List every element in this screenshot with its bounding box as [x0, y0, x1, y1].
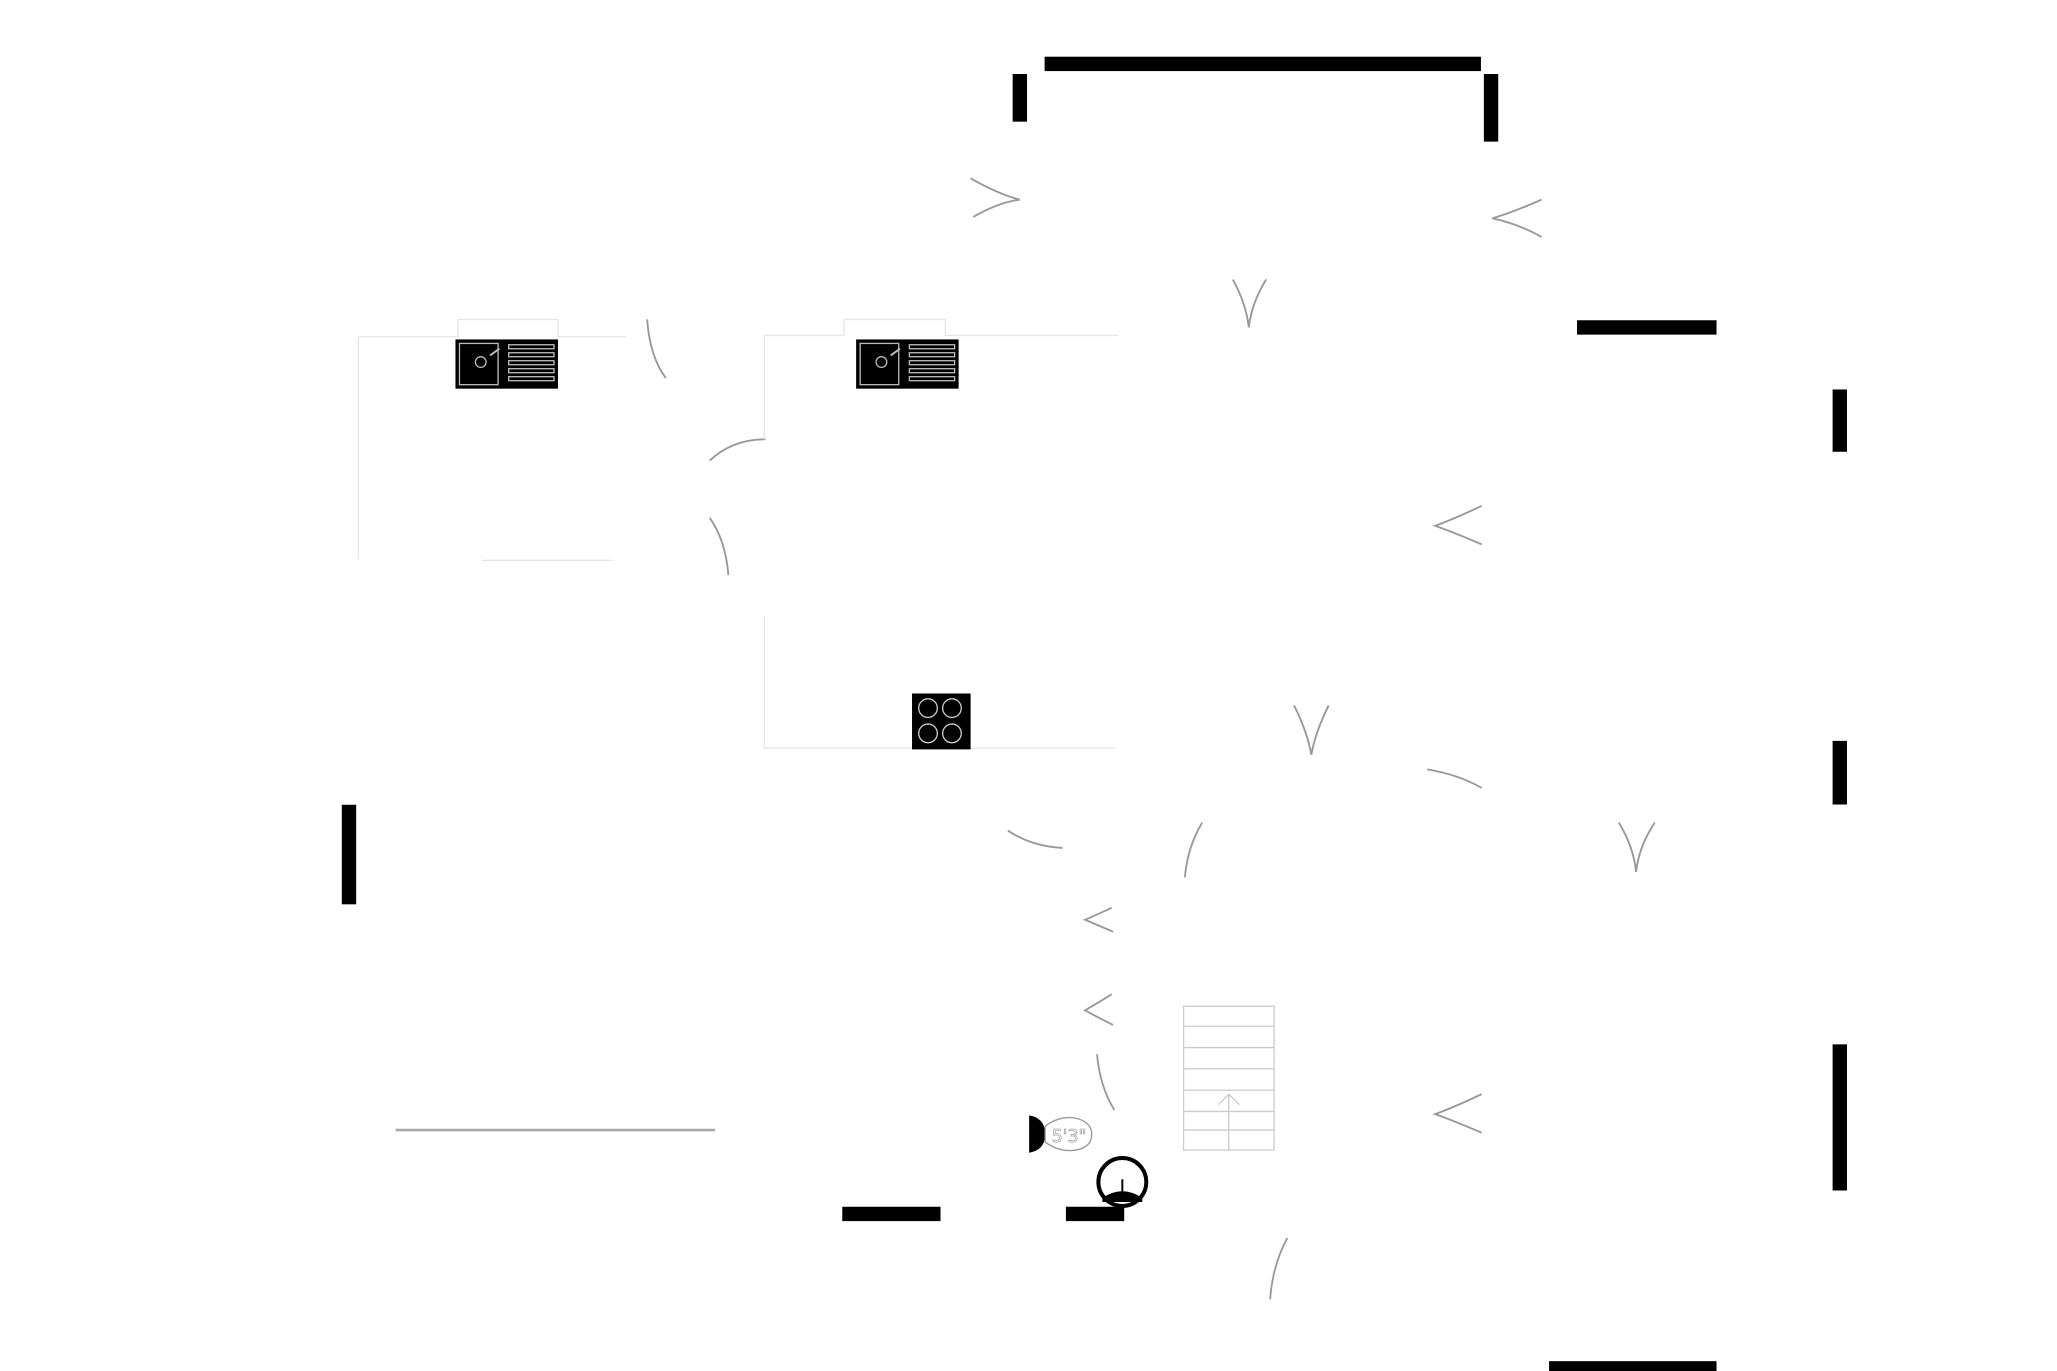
wall-bottom-small: [1064, 1205, 1126, 1223]
counters: [357, 318, 1119, 749]
wall-right-upper: [1575, 318, 1719, 337]
wall-right-2: [1831, 739, 1849, 807]
wall-bottom-mid: [840, 1205, 943, 1223]
door-swings: [646, 177, 1656, 1300]
wall-bottom-right: [1547, 1359, 1719, 1371]
sink-round: [1096, 1156, 1149, 1208]
stove: [912, 693, 971, 750]
walls: [340, 55, 1849, 1371]
toilet-label: 5'3": [1052, 1127, 1087, 1147]
toilet: 5'3": [1029, 1115, 1093, 1153]
staircase: [1182, 1005, 1275, 1151]
sink-right: [856, 339, 959, 389]
wall-top-left-stub: [1011, 72, 1029, 124]
wall-right-3: [1831, 1042, 1849, 1193]
wall-top: [1043, 55, 1483, 73]
wall-right-1: [1831, 387, 1849, 454]
wall-left: [340, 803, 358, 906]
wall-top-right-stub: [1482, 72, 1500, 144]
sink-left: [455, 339, 558, 389]
